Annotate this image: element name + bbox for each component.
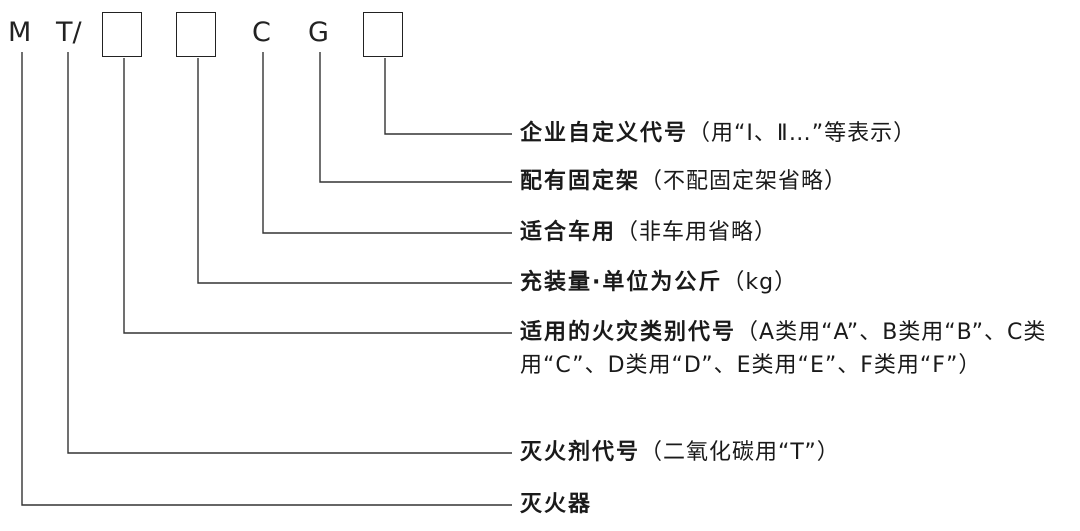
code-letter-c: C <box>252 17 271 48</box>
connector-device <box>21 52 512 506</box>
legend-vehicle-main: 适合车用 <box>520 220 617 245</box>
connector-custom <box>384 58 512 135</box>
legend-agent-note: （二氧化碳用“T”） <box>640 440 840 465</box>
connector-capacity <box>197 58 512 284</box>
legend-bracket-note: （不配固定架省略） <box>640 169 848 194</box>
legend-bracket: 配有固定架（不配固定架省略） <box>520 165 847 199</box>
code-box-fire-class <box>102 12 142 57</box>
legend-bracket-main: 配有固定架 <box>520 169 641 194</box>
code-box-custom <box>363 12 403 57</box>
code-letter-g: G <box>308 17 329 48</box>
legend-fireclass: 适用的火灾类别代号（A类用“A”、B类用“B”、C类用“C”、D类用“D”、E类… <box>520 316 1060 382</box>
legend-fireclass-note: （A类用“A”、B类用“B”、C类用“C”、D类用“D”、E类用“E”、F类用“… <box>520 320 1047 378</box>
legend-vehicle: 适合车用（非车用省略） <box>520 216 777 250</box>
code-letter-m: M <box>8 17 32 48</box>
code-box-capacity <box>176 12 216 57</box>
connector-bracket <box>319 52 512 183</box>
code-letter-t: T/ <box>56 17 82 48</box>
legend-capacity-main: 充装量·单位为公斤 <box>520 270 723 295</box>
legend-agent: 灭火剂代号（二氧化碳用“T”） <box>520 436 840 470</box>
connector-fireclass <box>123 58 512 334</box>
legend-device-main: 灭火器 <box>520 492 593 517</box>
connector-vehicle <box>262 52 512 234</box>
legend-capacity-note: （kg） <box>722 270 798 295</box>
legend-custom: 企业自定义代号（用“Ⅰ、Ⅱ…”等表示） <box>520 117 916 151</box>
legend-custom-main: 企业自定义代号 <box>520 121 689 146</box>
legend-vehicle-note: （非车用省略） <box>616 220 778 245</box>
legend-capacity: 充装量·单位为公斤（kg） <box>520 266 797 300</box>
legend-custom-note: （用“Ⅰ、Ⅱ…”等表示） <box>688 121 917 146</box>
connector-agent <box>67 52 512 454</box>
legend-device: 灭火器 <box>520 488 592 522</box>
legend-fireclass-main: 适用的火灾类别代号 <box>520 320 737 345</box>
legend-agent-main: 灭火剂代号 <box>520 440 641 465</box>
